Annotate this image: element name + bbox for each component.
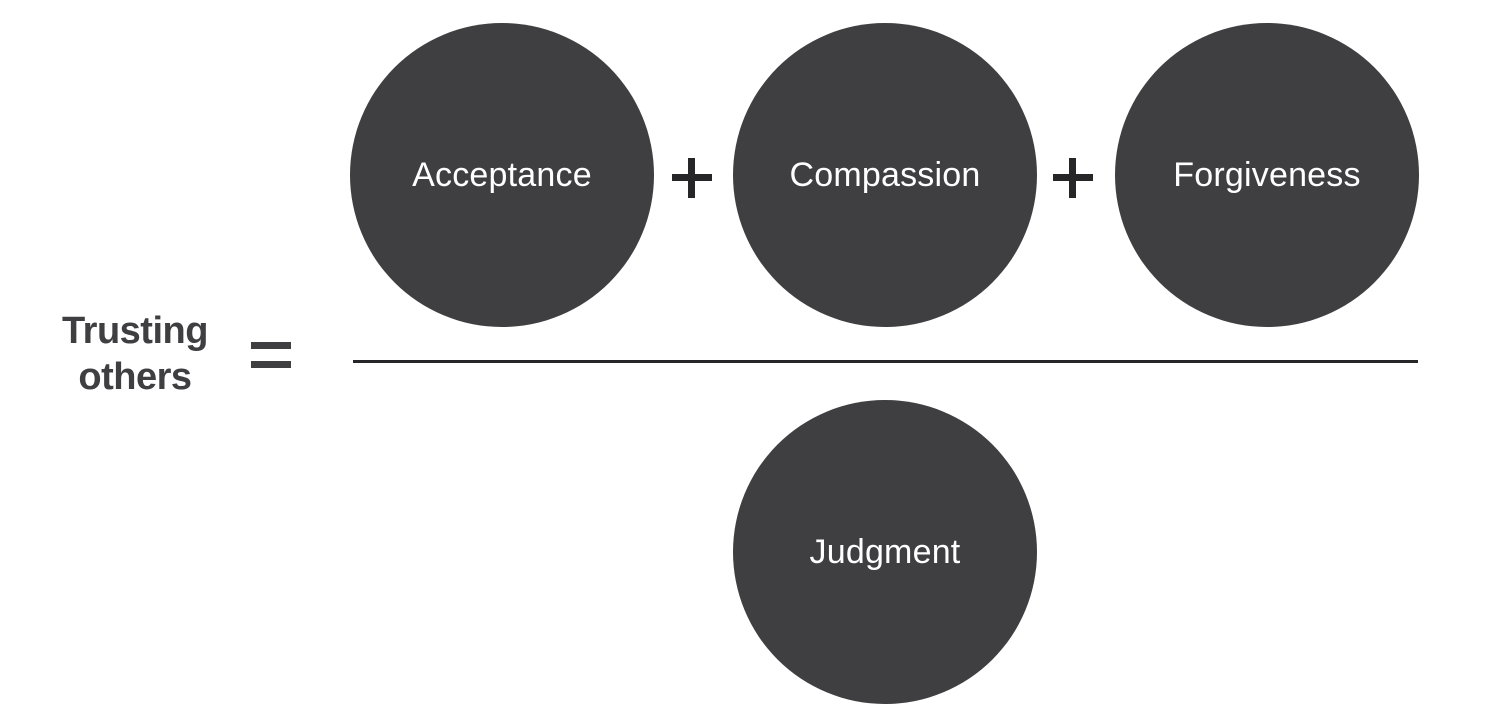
equals-sign-icon [251,342,291,372]
plus-sign-icon [672,158,712,198]
numerator-circle-acceptance: Acceptance [350,23,654,327]
circle-label: Acceptance [412,155,592,194]
circle-label: Judgment [809,532,961,571]
circle-label: Compassion [789,155,981,194]
circle-label: Forgiveness [1173,155,1361,194]
lhs-line-1: Trusting [62,310,208,352]
denominator-circle-judgment: Judgment [733,400,1037,704]
numerator-circle-forgiveness: Forgiveness [1115,23,1419,327]
plus-sign-icon [1053,158,1093,198]
fraction-divider-line [353,360,1418,363]
equation-lhs-label: Trusting others [40,308,230,400]
numerator-circle-compassion: Compassion [733,23,1037,327]
lhs-line-2: others [78,356,192,398]
